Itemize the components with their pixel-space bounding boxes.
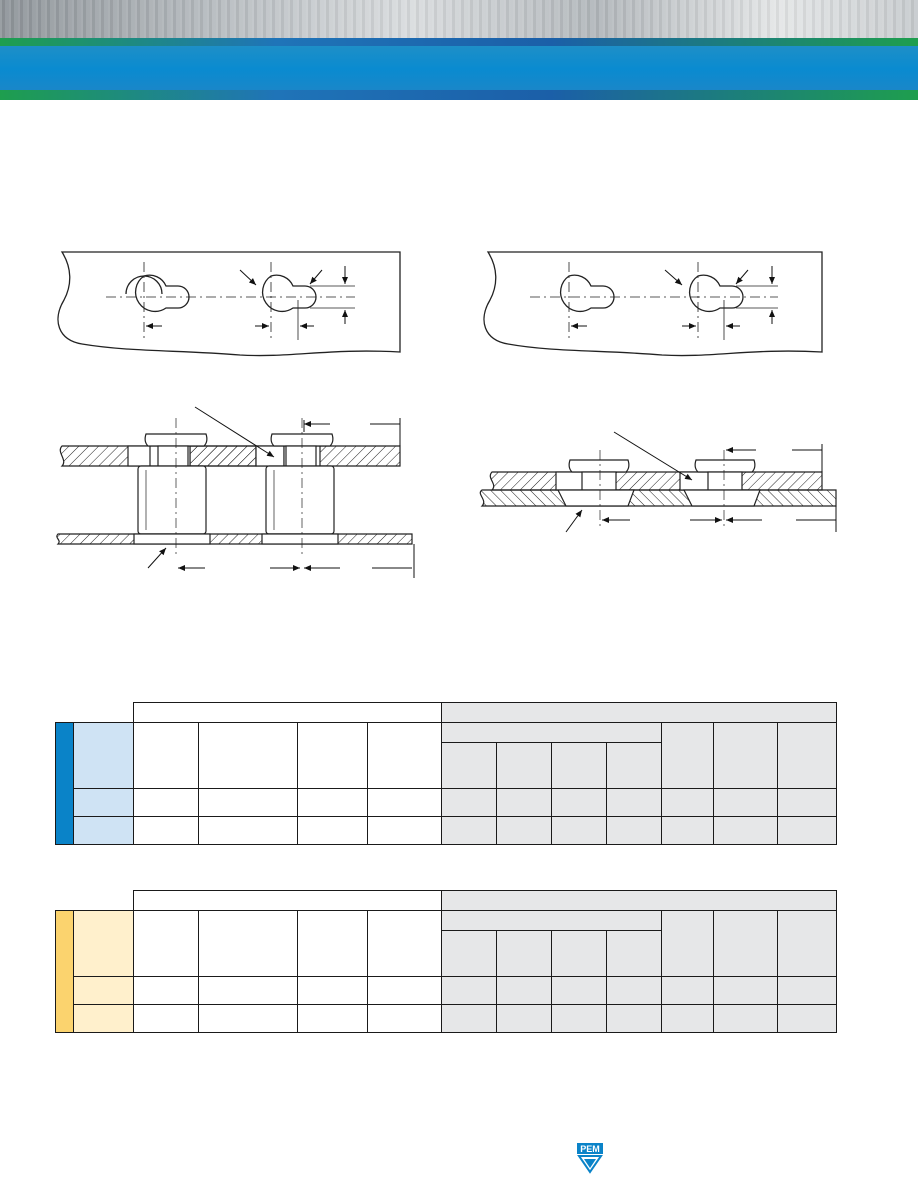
table-type-label (73, 722, 134, 789)
keyhole-panel-left (57, 251, 401, 357)
pem-logo-icon: PEM (577, 1143, 603, 1174)
column-header (661, 722, 714, 789)
column-header (198, 722, 298, 789)
row-label-cell (73, 976, 134, 1005)
column-header (661, 910, 714, 977)
table-header-right (440, 702, 838, 723)
table-header-left (133, 702, 442, 723)
column-header (297, 722, 368, 789)
header-blue-band (0, 38, 918, 100)
table-accent-strip (55, 722, 74, 845)
column-group-header (441, 722, 662, 743)
installation-drawings (56, 251, 837, 578)
column-subheader (551, 930, 607, 977)
column-subheader (606, 742, 662, 789)
table-row (56, 976, 838, 1005)
svg-text:PEM: PEM (580, 1144, 600, 1154)
table-row (56, 816, 838, 845)
header-metal-bar (0, 0, 918, 38)
row-label-cell (73, 1004, 134, 1033)
column-header (198, 910, 298, 977)
column-group-header (441, 910, 662, 931)
table-header-right (440, 890, 838, 911)
column-header (133, 722, 199, 789)
spec-table-blue (55, 702, 838, 845)
row-label-cell (73, 816, 134, 845)
column-header (776, 910, 838, 977)
flush-section-right (479, 450, 837, 530)
table-corner-blank (56, 703, 134, 723)
column-header (713, 722, 778, 789)
column-subheader (551, 742, 607, 789)
column-subheader (441, 930, 497, 977)
column-subheader (496, 742, 552, 789)
table-header-left (133, 890, 442, 911)
table-accent-strip (55, 910, 74, 1033)
table-corner-blank (56, 891, 134, 911)
table-row (56, 1004, 838, 1033)
column-header (367, 722, 442, 789)
column-header (713, 910, 778, 977)
keyhole-panel-right (483, 251, 823, 357)
spec-table-yellow (55, 890, 838, 1033)
column-header (297, 910, 368, 977)
column-subheader (496, 930, 552, 977)
column-header (367, 910, 442, 977)
column-subheader (606, 930, 662, 977)
row-label-cell (73, 788, 134, 817)
standoff-section-left (56, 418, 413, 556)
table-row (56, 788, 838, 817)
table-type-label (73, 910, 134, 977)
column-header (133, 910, 199, 977)
column-header (776, 722, 838, 789)
column-subheader (441, 742, 497, 789)
